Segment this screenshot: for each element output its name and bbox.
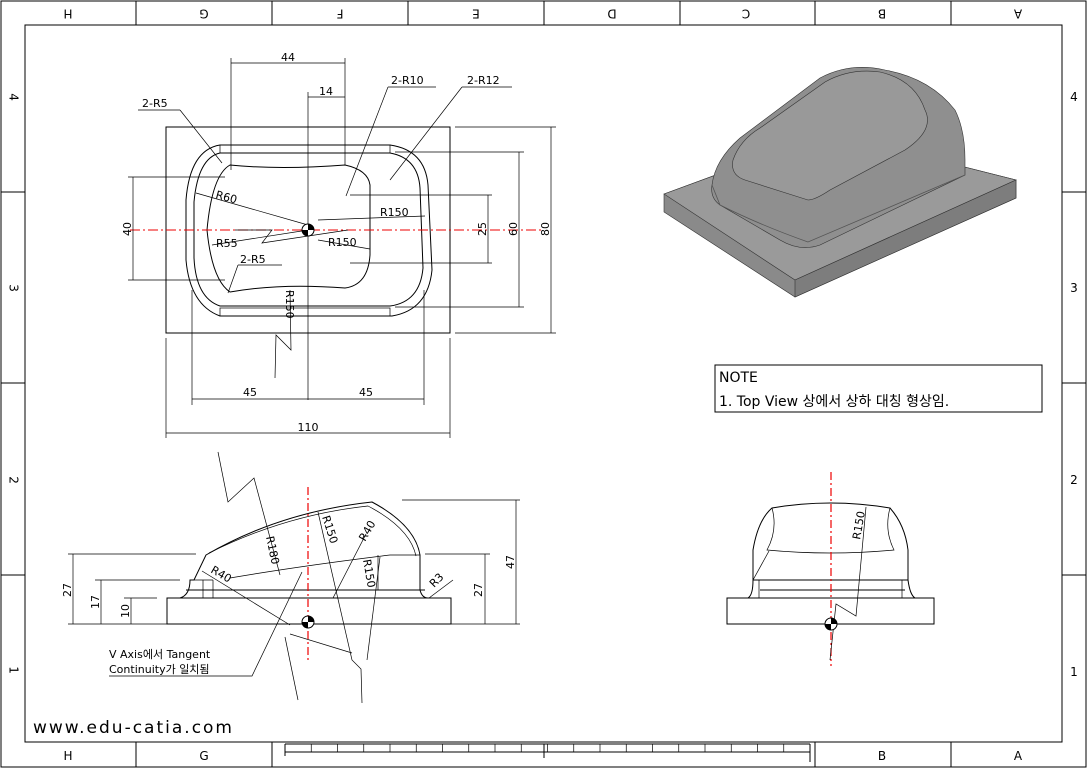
dim-14: 14 (319, 85, 333, 98)
callout-line-2: Continuity가 일치됨 (109, 662, 210, 676)
dim-r150-front-b: R150 (360, 558, 378, 588)
watermark: www.edu-catia.com (33, 718, 234, 738)
dim-45-right: 45 (359, 386, 373, 399)
zone-bottom-h: H (63, 749, 72, 763)
zone-top-c: C (742, 7, 750, 21)
dim-10: 10 (119, 604, 132, 618)
dim-r40-front-a: R40 (356, 518, 378, 543)
dim-r150-side: R150 (850, 510, 868, 540)
note-title: NOTE (719, 370, 758, 386)
zone-bottom-a: A (1014, 749, 1023, 763)
dim-45-left: 45 (243, 386, 257, 399)
dim-47: 47 (504, 555, 517, 569)
zone-top-f: F (336, 7, 343, 21)
top-view: 44 14 2-R10 2-R12 2-R5 R60 R150 R55 R150… (121, 51, 556, 438)
row-left-4: 4 (7, 93, 21, 101)
row-left-1: 1 (7, 666, 21, 674)
row-left-3: 3 (7, 284, 21, 292)
zone-bottom-b: B (878, 749, 886, 763)
zone-bottom-g: G (199, 749, 208, 763)
note-box: NOTE 1. Top View 상에서 상하 대칭 형상임. (714, 364, 1043, 413)
dim-r150-bottom: R150 (283, 290, 296, 319)
dim-80: 80 (539, 222, 552, 236)
dim-r40-front-b: R40 (209, 563, 234, 585)
row-right-4: 4 (1070, 90, 1078, 104)
row-right-2: 2 (1070, 473, 1078, 487)
callout-line-1: V Axis에서 Tangent (109, 648, 211, 661)
dim-60: 60 (507, 222, 520, 236)
zone-top-h: H (63, 7, 72, 21)
dim-27-left: 27 (61, 583, 74, 597)
dim-40: 40 (121, 222, 134, 236)
dim-2-r10: 2-R10 (391, 74, 424, 87)
dim-27-right: 27 (472, 583, 485, 597)
dim-r60: R60 (214, 188, 238, 206)
dim-2-r5-top: 2-R5 (142, 97, 168, 110)
dim-25: 25 (476, 222, 489, 236)
zone-top-a: A (1013, 7, 1022, 21)
side-view: R150 (726, 472, 935, 666)
zone-top-e: E (472, 7, 480, 21)
dim-110: 110 (298, 421, 319, 434)
dim-r55: R55 (216, 237, 238, 250)
dim-r150-upper: R150 (380, 206, 409, 219)
dim-44: 44 (281, 51, 295, 64)
note-line-1: 1. Top View 상에서 상하 대칭 형상임. (719, 394, 949, 410)
zone-top-g: G (199, 7, 208, 21)
front-view: R180 R150 R40 R40 R150 R3 27 17 10 27 47… (61, 451, 520, 704)
zone-top-b: B (878, 7, 886, 21)
dim-2-r12: 2-R12 (467, 74, 500, 87)
row-right-3: 3 (1070, 281, 1078, 295)
zone-top-d: D (607, 7, 616, 21)
row-left-2: 2 (7, 476, 21, 484)
dim-17: 17 (89, 595, 102, 609)
dim-2-r5-bottom: 2-R5 (240, 253, 266, 266)
row-right-1: 1 (1070, 665, 1078, 679)
dim-r180: R180 (263, 535, 282, 566)
dim-r150-lower: R150 (328, 236, 357, 249)
isometric-solid-view (663, 67, 1017, 298)
